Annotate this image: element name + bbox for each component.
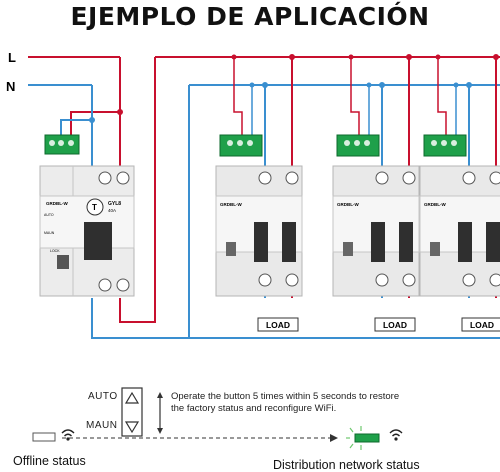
live-to-main <box>70 57 121 137</box>
branch-terminal <box>489 171 500 185</box>
mode-button[interactable] <box>121 387 143 437</box>
branch-terminal <box>258 171 272 185</box>
main-terminal <box>98 278 112 292</box>
line-n-label: N <box>6 79 15 94</box>
main-lever[interactable] <box>98 222 112 260</box>
module-terminal <box>364 140 370 146</box>
branch-module-node <box>366 82 372 88</box>
branch-breakers: GRDBL-W LOAD GRDBL-W LOAD GRDBL-W LOAD <box>215 54 500 332</box>
blink-effect <box>346 426 362 450</box>
reset-instructions: Operate the button 5 times within 5 seco… <box>171 391 400 414</box>
branch-lock <box>343 242 353 256</box>
main-terminal <box>116 278 130 292</box>
branch-brand: GRDBL-W <box>337 202 359 207</box>
module-terminal <box>247 140 253 146</box>
main-auto-label: AUTO <box>44 213 54 217</box>
main-maun-label: MAUN <box>44 231 55 235</box>
network-status-label: Distribution network status <box>273 458 420 472</box>
main-terminal <box>98 171 112 185</box>
module-terminal <box>344 140 350 146</box>
branch-module-node <box>453 82 459 88</box>
branch-terminal <box>258 273 272 287</box>
branch-lock <box>226 242 236 256</box>
load-label: LOAD <box>266 320 290 330</box>
branch-terminal <box>285 273 299 287</box>
branch-terminal <box>489 273 500 287</box>
main-terminal <box>116 171 130 185</box>
main-lock-label: LOCK <box>50 249 60 253</box>
module-terminal <box>354 140 360 146</box>
module-terminal <box>451 140 457 146</box>
offline-indicator <box>32 432 56 442</box>
branch-lever[interactable] <box>486 222 500 262</box>
branch-terminal <box>462 171 476 185</box>
branch-module-live <box>233 57 243 137</box>
control-maun-label: MAUN <box>86 420 118 431</box>
main-test-button[interactable] <box>86 198 104 216</box>
main-lock <box>57 255 69 269</box>
branch-terminal <box>462 273 476 287</box>
network-indicator <box>354 433 380 443</box>
wifi-icon <box>389 429 403 441</box>
branch-terminal <box>402 273 416 287</box>
branch-lever[interactable] <box>458 222 472 262</box>
main-breaker: T GRDBL-W GYL8 40A AUTO MAUN LOCK <box>39 134 135 297</box>
branch-lock <box>430 242 440 256</box>
main-lever[interactable] <box>84 222 98 260</box>
branch-terminal <box>402 171 416 185</box>
module-terminal <box>431 140 437 146</box>
branch-brand: GRDBL-W <box>220 202 242 207</box>
chevron-down-icon <box>124 421 140 434</box>
branch-module-live <box>350 57 360 137</box>
branch-lever[interactable] <box>399 222 413 262</box>
main-live-out <box>119 57 156 323</box>
branch-terminal <box>285 171 299 185</box>
control-auto-label: AUTO <box>88 391 118 402</box>
chevron-up-icon <box>124 391 140 404</box>
module-terminal <box>441 140 447 146</box>
load-box <box>461 317 500 332</box>
branch-module-node <box>348 54 354 60</box>
branch-terminal <box>375 273 389 287</box>
branch-lever[interactable] <box>254 222 268 262</box>
branch-module-node <box>231 54 237 60</box>
offline-status-label: Offline status <box>13 454 86 468</box>
branch-neutral-node <box>466 82 472 88</box>
branch-module-live <box>437 57 447 137</box>
module-terminal <box>237 140 243 146</box>
load-box <box>257 317 299 332</box>
page-title: EJEMPLO DE APLICACIÓN <box>70 2 430 31</box>
load-box <box>374 317 416 332</box>
branch-module-node <box>435 54 441 60</box>
load-label: LOAD <box>383 320 407 330</box>
branch-neutral-node <box>262 82 268 88</box>
branch-lever[interactable] <box>282 222 296 262</box>
branch-module-node <box>249 82 255 88</box>
main-neutral-out <box>91 298 500 339</box>
main-model: GYL8 <box>108 201 121 207</box>
wifi-icon <box>61 429 75 441</box>
main-test-label: T <box>92 203 97 212</box>
branch-brand: GRDBL-W <box>424 202 446 207</box>
branch-live-node <box>406 54 412 60</box>
neutral-to-main <box>60 85 93 137</box>
line-l-label: L <box>8 50 16 65</box>
branch-terminal <box>375 171 389 185</box>
branch-lever[interactable] <box>371 222 385 262</box>
main-rating: 40A <box>108 208 116 213</box>
branch-live-node <box>493 54 499 60</box>
branch-neutral-node <box>379 82 385 88</box>
branch-live-node <box>289 54 295 60</box>
main-brand: GRDBL-W <box>46 201 68 206</box>
load-label: LOAD <box>470 320 494 330</box>
module-terminal <box>227 140 233 146</box>
